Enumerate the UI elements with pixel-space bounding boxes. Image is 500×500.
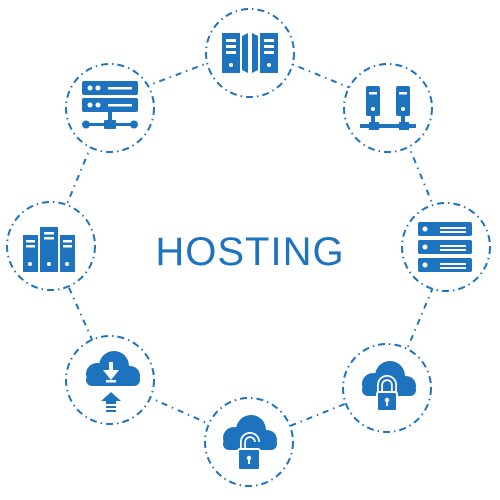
- cloud-lock-icon: [362, 361, 416, 412]
- node-bottom-right: [342, 343, 432, 433]
- node-top-circle: [205, 8, 295, 98]
- node-top-right-circle: [343, 63, 433, 153]
- cloud-unlocked-icon: [223, 415, 277, 471]
- server-rack-stack-icon: [418, 222, 472, 272]
- connector-ring: [48, 45, 452, 444]
- node-top: [205, 8, 295, 98]
- node-bottom-left: [65, 335, 155, 425]
- server-racks-icon: [222, 33, 278, 73]
- node-top-left: [65, 63, 155, 153]
- network-server-icon: [82, 81, 138, 129]
- node-right: [401, 202, 491, 292]
- cloud-upload-download-icon: [86, 351, 140, 412]
- server-cluster-icon: [23, 227, 75, 272]
- node-left: [6, 201, 96, 291]
- diagram-title: HOSTING: [155, 230, 345, 274]
- server-towers-icon: [360, 86, 416, 130]
- node-top-right: [343, 63, 433, 153]
- node-bottom: [204, 397, 294, 487]
